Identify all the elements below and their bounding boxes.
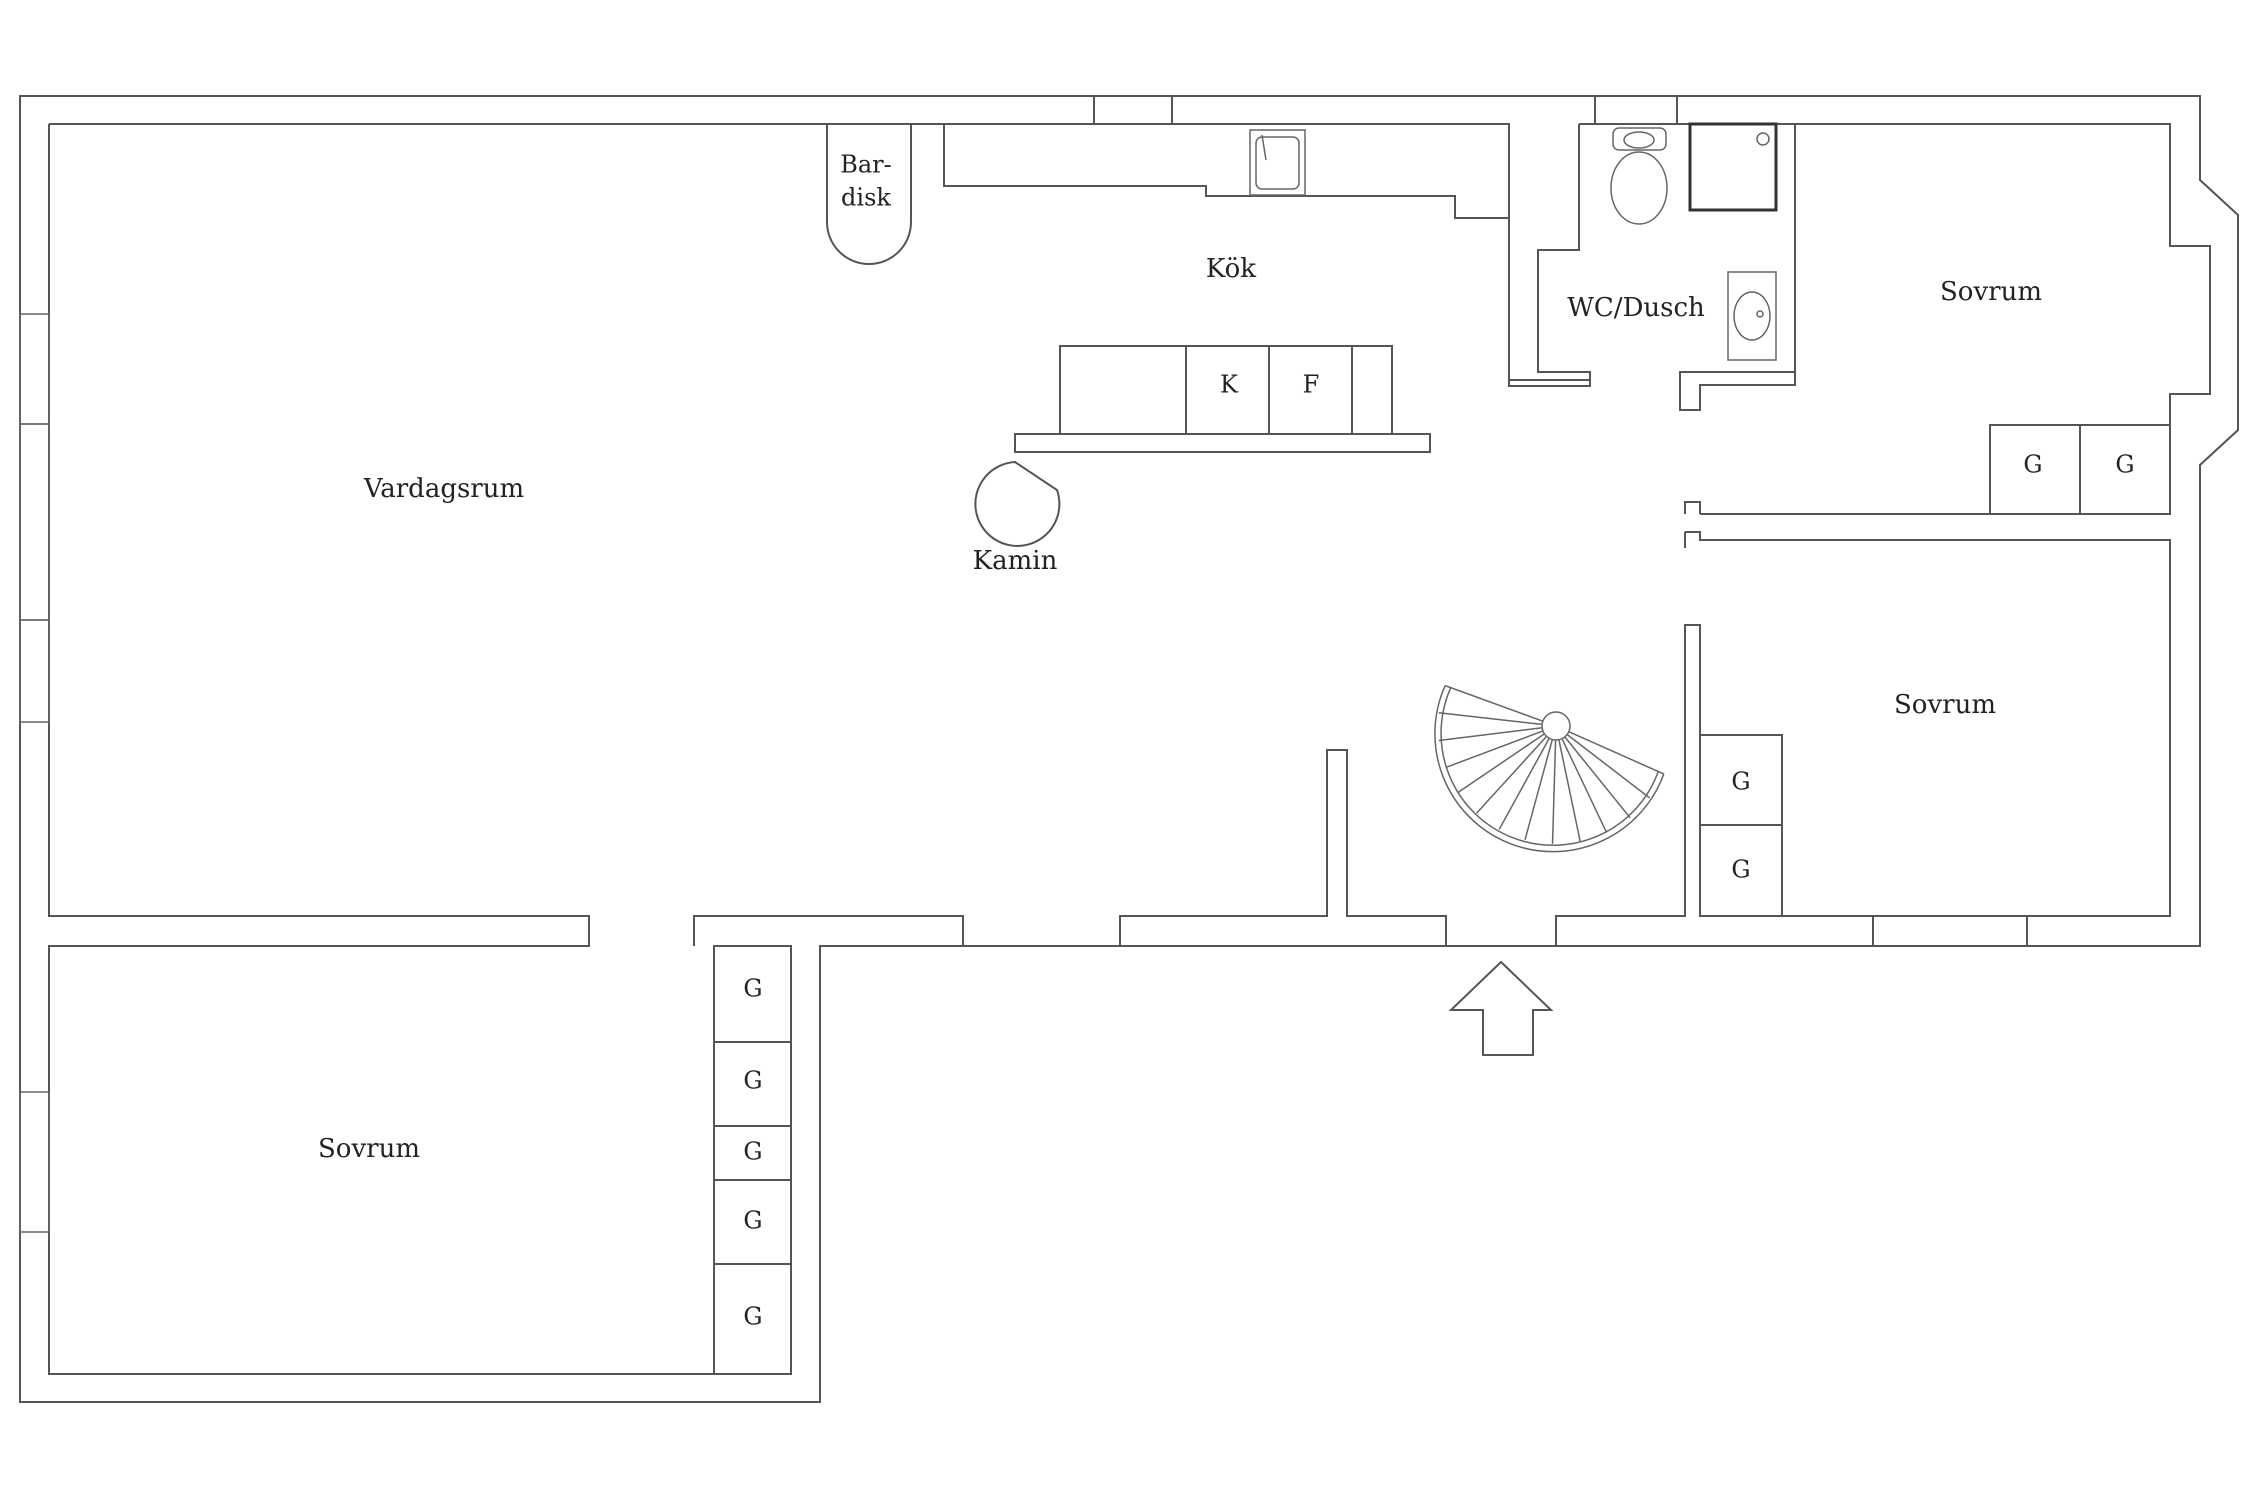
kamin-icon <box>974 460 1061 547</box>
sink-icon <box>1727 271 1777 361</box>
room-label-sovrum-e: Sovrum <box>1894 690 1996 720</box>
room-label-sovrum-sw: Sovrum <box>318 1134 420 1164</box>
wardrobe-label: G <box>743 1303 762 1331</box>
room-label-sovrum-ne: Sovrum <box>1940 277 2042 307</box>
sovrum-ne-walls <box>1684 123 2211 515</box>
label-bardisk-2: disk <box>841 184 891 212</box>
kitchen-island <box>1014 345 1431 453</box>
label-bardisk-1: Bar- <box>840 151 892 179</box>
wardrobe-label: G <box>2023 451 2042 479</box>
room-label-kok: Kök <box>1206 254 1256 284</box>
shower-icon <box>1688 122 1778 212</box>
label-frys: F <box>1303 371 1320 399</box>
wardrobe-label: G <box>1731 768 1750 796</box>
label-kyl: K <box>1220 371 1239 399</box>
entrance-arrow-icon <box>1448 960 1554 1056</box>
wardrobe-label: G <box>1731 856 1750 884</box>
wc-dusch-walls <box>1093 95 1796 411</box>
wardrobe-label: G <box>743 1067 762 1095</box>
sovrum-sw-wardrobes <box>713 945 792 1375</box>
wardrobe-label: G <box>2115 451 2134 479</box>
outer-walls <box>19 95 2239 1403</box>
bardisk <box>826 124 912 265</box>
wardrobe-label: G <box>743 975 762 1003</box>
kitchen-sink-icon <box>1249 129 1306 196</box>
spiral-staircase-icon <box>1434 684 1665 853</box>
vardagsrum-walls <box>48 124 1701 1375</box>
label-kamin: Kamin <box>973 546 1058 576</box>
sovrum-e-walls <box>1684 531 2171 947</box>
kitchen-counter <box>943 124 1509 219</box>
room-label-wc-dusch: WC/Dusch <box>1567 293 1705 323</box>
wardrobe-label: G <box>743 1138 762 1166</box>
room-label-vardagsrum: Vardagsrum <box>363 474 524 504</box>
windows-west <box>19 313 50 1233</box>
toilet-icon <box>1610 127 1668 225</box>
wardrobe-label: G <box>743 1207 762 1235</box>
